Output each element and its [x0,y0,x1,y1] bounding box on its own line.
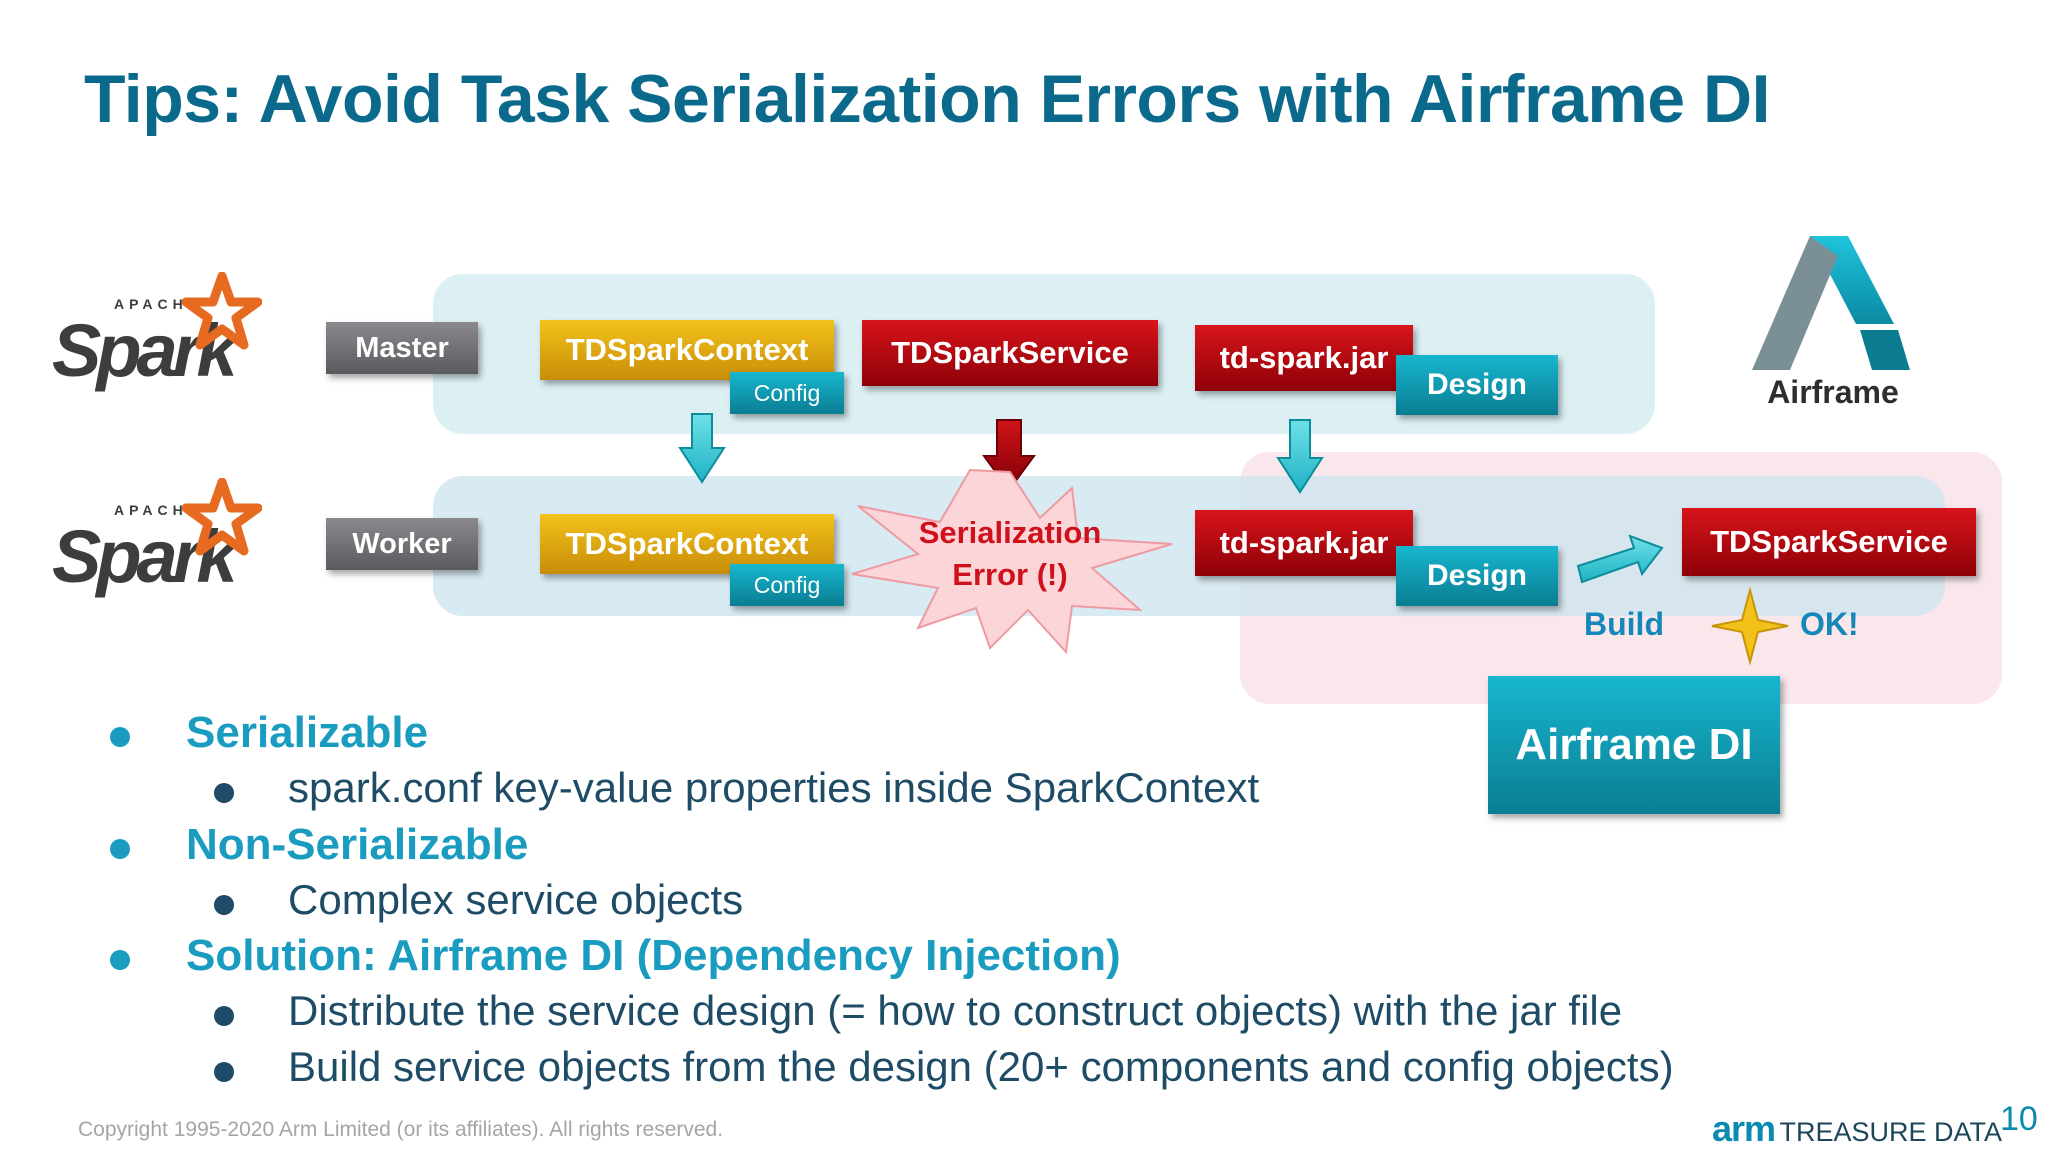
bullet-spark-conf: spark.conf key-value properties inside S… [288,764,1260,811]
serialization-error-text: Serialization Error (!) [880,512,1140,596]
footer-brand-td: TREASURE DATA [1779,1117,2003,1147]
master-td-spark-jar: td-spark.jar [1195,325,1413,391]
footer-copyright: Copyright 1995-2020 Arm Limited (or its … [78,1118,724,1141]
airframe-logo-text: Airframe [1767,374,1899,410]
bullet-distribute: Distribute the service design (= how to … [288,987,1623,1034]
master-design: Design [1396,355,1558,415]
airframe-logo-icon [1752,236,1910,370]
bullet-serializable: Serializable [186,708,429,757]
worker-design: Design [1396,546,1558,606]
build-label: Build [1584,606,1664,642]
master-config: Config [730,372,844,414]
footer-brand-arm: arm [1712,1108,1776,1149]
bullet-dot [110,950,130,970]
spark-logo-apache: APACHE [114,502,203,518]
bullet-non-serializable: Non-Serializable [186,820,529,869]
ok-label: OK! [1800,606,1859,642]
spark-star-icon [182,478,262,556]
spark-logo-apache: APACHE [114,296,203,312]
master-tdsparkservice: TDSparkService [862,320,1158,386]
footer-brand-logo: arm TREASURE DATA [1712,1108,2002,1150]
serialization-error-burst [851,468,1173,655]
spark-star-icon [182,272,262,350]
worker-config: Config [730,564,844,606]
worker-label: Worker [326,518,478,570]
bullet-dot [214,1006,234,1026]
arrow-down-jar [1276,419,1324,494]
bullet-build: Build service objects from the design (2… [288,1043,1674,1090]
bullet-dot [110,839,130,859]
spark-logo-worker: APACHE Spark [52,478,272,598]
bullet-dot [214,783,234,803]
airframe-di-box: Airframe DI [1488,676,1780,814]
bullet-dot [214,895,234,915]
airframe-logo: Airframe [1748,236,1918,416]
serialization-error-line2: Error (!) [952,557,1068,592]
worker-tdsparkservice: TDSparkService [1682,508,1976,576]
bullet-dot [110,727,130,747]
serialization-error-line1: Serialization [918,515,1102,550]
bullet-solution: Solution: Airframe DI (Dependency Inject… [186,931,1121,980]
bullet-complex-services: Complex service objects [288,876,744,923]
bullet-dot [214,1062,234,1082]
spark-logo-master: APACHE Spark [52,272,272,392]
arrow-build [1576,534,1664,584]
worker-td-spark-jar: td-spark.jar [1195,510,1413,576]
ok-sparkle-icon [1711,586,1789,666]
worker-tdsparkcontext: TDSparkContext [540,514,834,574]
master-label: Master [326,322,478,374]
arrow-down-context [678,413,726,484]
page-number: 10 [2000,1100,2038,1138]
master-tdsparkcontext: TDSparkContext [540,320,834,380]
slide-title: Tips: Avoid Task Serialization Errors wi… [84,61,1771,137]
